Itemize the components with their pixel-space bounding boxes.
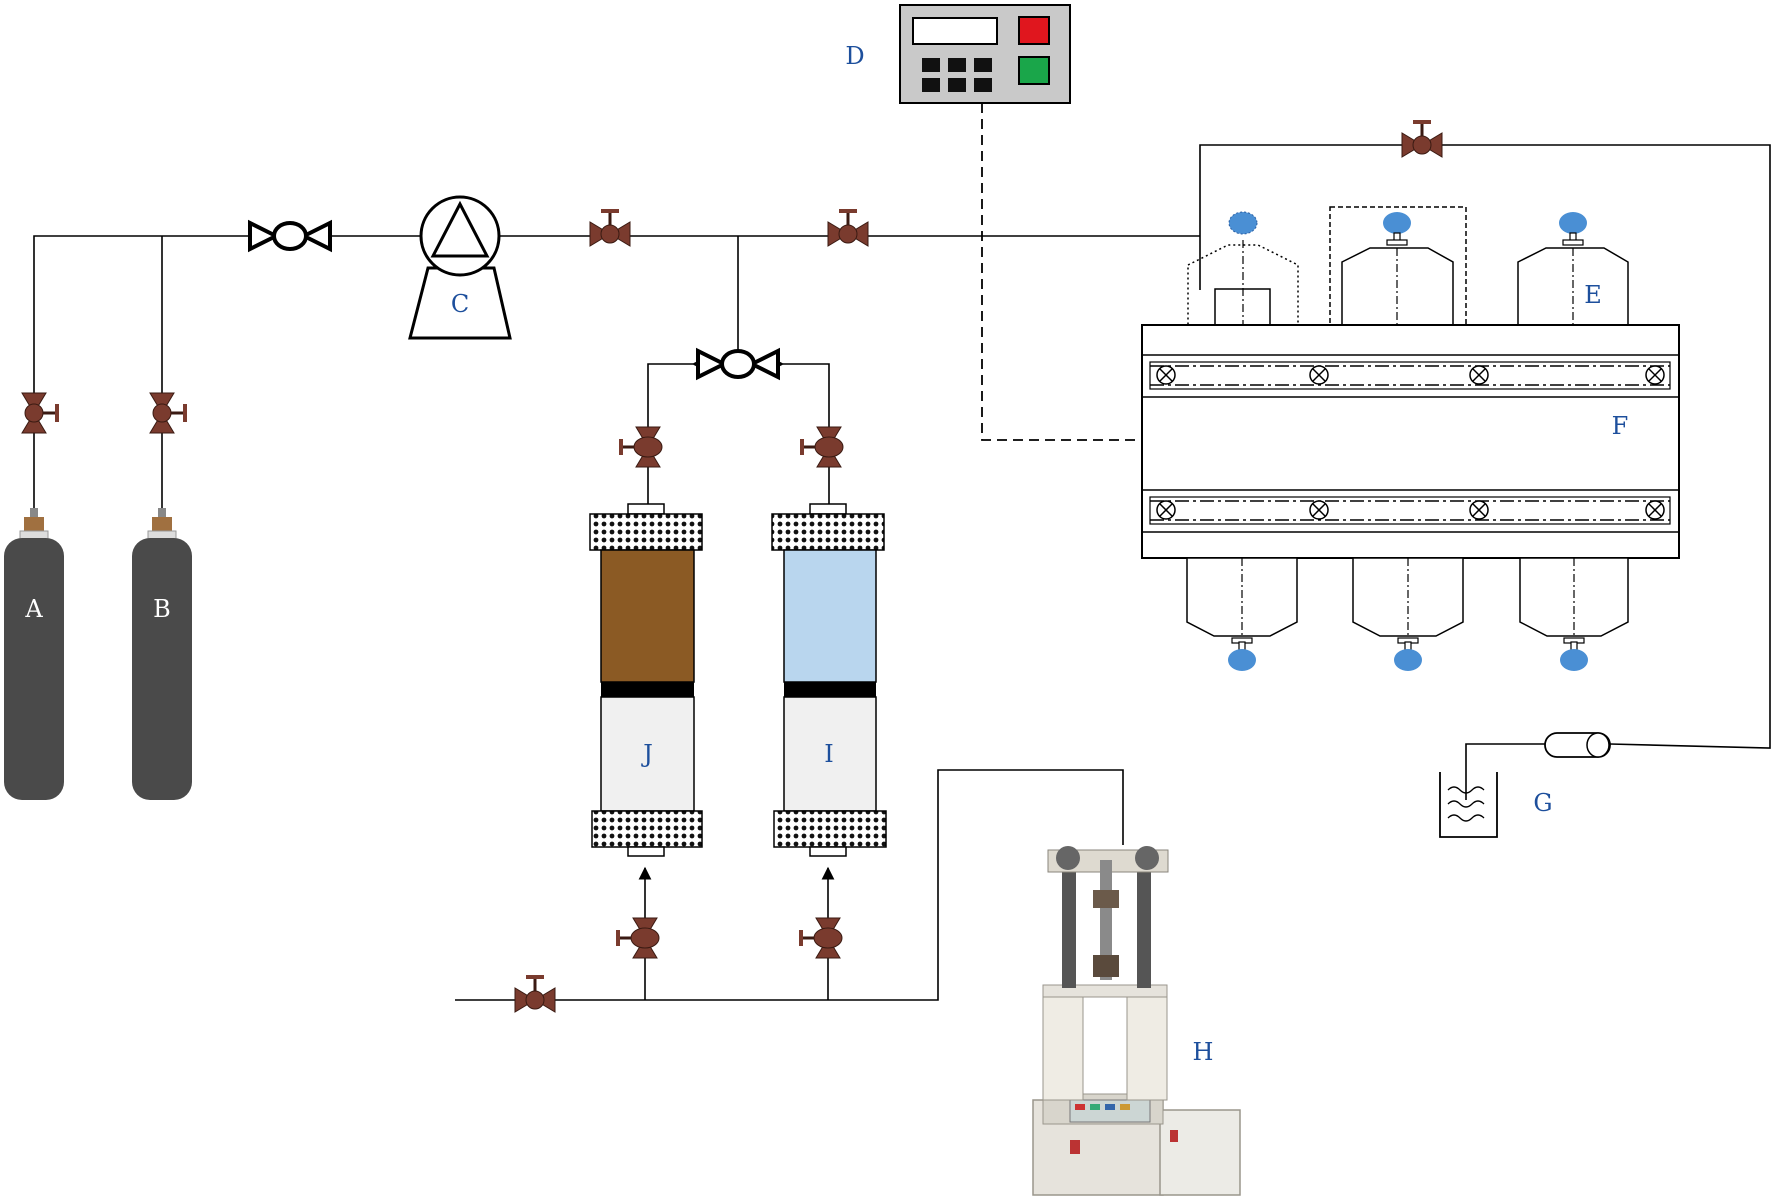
pump-c: C [408, 195, 512, 340]
reactor-body [1141, 324, 1680, 559]
valve-main-1[interactable] [588, 207, 632, 248]
rail-upper [1141, 354, 1680, 398]
label-g: G [1533, 789, 1552, 817]
cylinder-body-a [4, 538, 64, 800]
label-a: A [24, 595, 43, 623]
valve-gas-a[interactable] [20, 391, 61, 435]
bottom-vessels [1186, 557, 1629, 672]
reactor-f: F [1141, 324, 1680, 559]
red-button[interactable] [1018, 16, 1050, 45]
label-c: C [451, 290, 469, 318]
label-b: B [153, 595, 171, 623]
vessel-e-3 [1517, 211, 1629, 326]
valve-j-top[interactable] [617, 425, 664, 469]
controller-display [912, 17, 998, 45]
label-j: J [640, 740, 653, 768]
pipe-main-left [33, 235, 420, 517]
vessel-group-e: E [1187, 206, 1629, 326]
controller-d: D [845, 4, 1071, 104]
throttle-valve-main[interactable] [248, 221, 332, 251]
valve-gas-b[interactable] [148, 391, 189, 435]
oil-fill [600, 549, 695, 683]
label-f: F [1612, 412, 1629, 440]
bottom-vessel-2 [1352, 557, 1464, 672]
green-button[interactable] [1018, 56, 1050, 85]
label-i: I [824, 740, 833, 768]
label-e: E [1584, 281, 1602, 309]
pipe-return-loop [1199, 144, 1771, 749]
cylinder-body-b [132, 538, 192, 800]
vessel-e-2 [1329, 206, 1467, 326]
valve-i-top[interactable] [798, 425, 845, 469]
valve-i-bottom[interactable] [797, 916, 844, 960]
pipe-to-h [455, 769, 1124, 1001]
valve-main-2[interactable] [826, 207, 870, 248]
gas-cylinder-a: A [4, 391, 64, 800]
piston-cylinder-j: J [589, 425, 703, 960]
valve-j-bottom[interactable] [614, 916, 661, 960]
gas-cylinder-b: B [132, 391, 192, 800]
water-fill [783, 549, 877, 683]
beaker [1439, 772, 1498, 838]
vessel-e-1 [1187, 211, 1299, 326]
bottom-vessel-1 [1186, 557, 1298, 672]
label-d: D [845, 42, 864, 70]
pipe-to-g [1465, 743, 1545, 800]
throttle-valve-branch[interactable] [696, 349, 780, 379]
rail-lower [1141, 489, 1680, 533]
keypad [922, 58, 992, 92]
test-machine-h: H [1032, 846, 1241, 1196]
valve-bottom[interactable] [513, 973, 557, 1014]
valve-return[interactable] [1400, 118, 1444, 159]
bottom-vessel-3 [1519, 557, 1629, 672]
collector-g: G [1439, 732, 1611, 838]
piston-cylinder-i: I [771, 425, 887, 960]
label-h: H [1193, 1038, 1214, 1066]
